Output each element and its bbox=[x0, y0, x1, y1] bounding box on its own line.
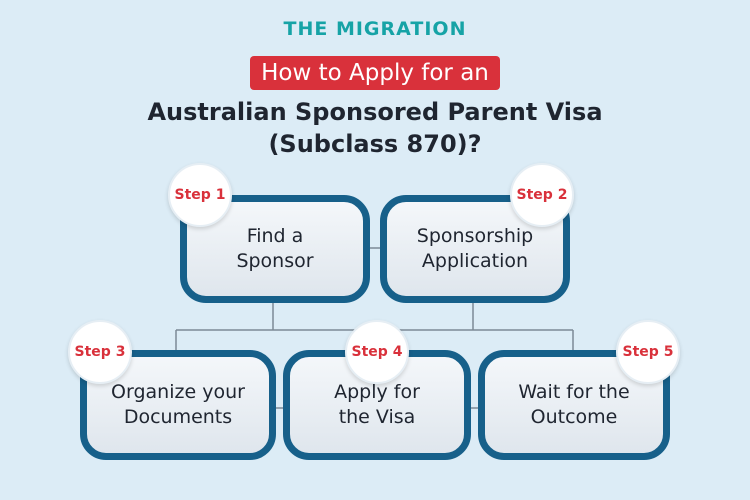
step-5-badge: Step 5 bbox=[616, 320, 680, 384]
page-title-line-1: Australian Sponsored Parent Visa bbox=[147, 98, 603, 126]
step-5-line-2: Outcome bbox=[530, 406, 618, 428]
step-1-line-2: Sponsor bbox=[236, 250, 314, 272]
step-4-badge: Step 4 bbox=[345, 320, 409, 384]
step-1-badge: Step 1 bbox=[168, 163, 232, 227]
step-2-badge: Step 2 bbox=[510, 163, 574, 227]
step-2-line-2: Application bbox=[421, 250, 529, 272]
step-2-line-1: Sponsorship bbox=[416, 225, 534, 248]
step-1-line-1: Find a bbox=[246, 225, 304, 248]
page-title-line-2: (Subclass 870)? bbox=[268, 130, 482, 158]
brand-logo: THE MIGRATION bbox=[283, 18, 467, 40]
step-3-line-2: Documents bbox=[123, 406, 233, 428]
step-4-line-1: Apply for bbox=[334, 381, 420, 404]
step-5-line-1: Wait for the bbox=[518, 381, 630, 404]
title-highlight: How to Apply for an bbox=[250, 56, 500, 90]
step-3-line-1: Organize your bbox=[111, 381, 245, 404]
step-3-badge: Step 3 bbox=[68, 320, 132, 384]
step-4-line-2: the Visa bbox=[338, 406, 416, 428]
